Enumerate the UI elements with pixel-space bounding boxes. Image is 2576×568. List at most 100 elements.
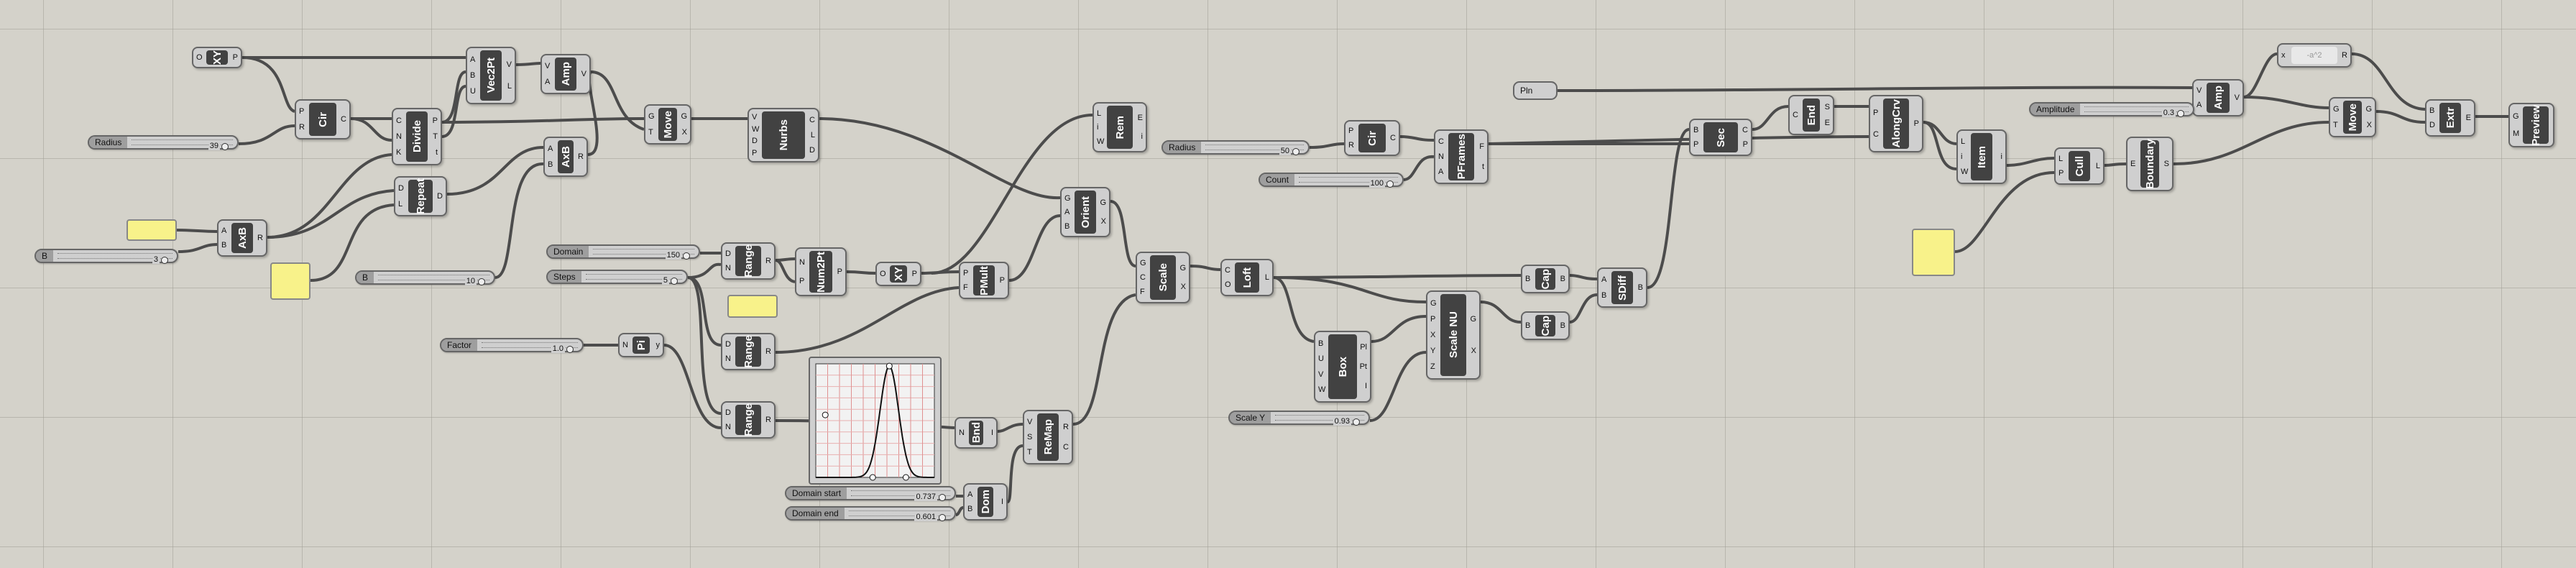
component-core[interactable]: Cap bbox=[1535, 268, 1555, 290]
plane-param[interactable]: Pln bbox=[1513, 81, 1558, 100]
output-port[interactable]: y bbox=[656, 341, 661, 349]
input-port[interactable]: A bbox=[470, 55, 476, 64]
component-core[interactable]: AxB bbox=[231, 223, 253, 253]
component-core[interactable]: Boundary bbox=[2140, 139, 2159, 189]
input-port[interactable]: D bbox=[398, 184, 404, 193]
output-port[interactable]: V bbox=[506, 60, 512, 70]
input-port[interactable]: D bbox=[725, 249, 731, 258]
output-port[interactable]: C bbox=[1063, 443, 1069, 452]
output-port[interactable]: R bbox=[1063, 423, 1069, 431]
component-core[interactable]: -a^2 bbox=[2291, 47, 2337, 64]
output-port[interactable]: I bbox=[990, 429, 993, 437]
input-port[interactable]: N bbox=[725, 264, 731, 272]
input-port[interactable]: P bbox=[963, 269, 969, 278]
output-port[interactable]: B bbox=[1637, 283, 1643, 292]
control-point-handle[interactable] bbox=[886, 362, 893, 370]
output-port[interactable]: X bbox=[1100, 217, 1106, 226]
input-port[interactable]: M bbox=[2513, 129, 2520, 138]
input-port[interactable]: B bbox=[1693, 126, 1699, 134]
input-port[interactable]: A bbox=[1438, 168, 1444, 176]
input-port[interactable]: R bbox=[1348, 140, 1354, 150]
slider-track[interactable]: 1.0 bbox=[482, 342, 578, 353]
input-port[interactable]: T bbox=[2333, 120, 2338, 129]
input-port[interactable]: G bbox=[2333, 105, 2340, 114]
input-port[interactable]: P bbox=[1430, 315, 1436, 324]
output-port[interactable]: C bbox=[1742, 126, 1748, 134]
output-port[interactable]: C bbox=[809, 116, 815, 124]
input-port[interactable]: A bbox=[221, 226, 227, 235]
slider-track[interactable]: 10 bbox=[378, 275, 489, 285]
output-port[interactable]: R bbox=[765, 416, 771, 424]
output-port[interactable]: P bbox=[232, 53, 238, 62]
output-port[interactable]: i bbox=[1141, 132, 1143, 141]
component-core[interactable]: Bnd bbox=[969, 421, 983, 445]
output-port[interactable]: P bbox=[999, 276, 1005, 285]
component-core[interactable]: Box bbox=[1328, 334, 1357, 399]
component-core[interactable]: Cir bbox=[309, 103, 336, 136]
input-port[interactable]: N bbox=[959, 429, 965, 437]
graph-mapper[interactable] bbox=[809, 357, 942, 485]
output-port[interactable]: i bbox=[2000, 152, 2002, 161]
input-port[interactable]: W bbox=[1961, 168, 1969, 176]
yellow-panel[interactable] bbox=[270, 262, 310, 300]
component-core[interactable]: Scale bbox=[1150, 255, 1176, 300]
slider-track[interactable]: 50 bbox=[1205, 145, 1304, 155]
input-port[interactable]: L bbox=[398, 199, 403, 209]
slider-track[interactable]: 150 bbox=[593, 249, 694, 260]
component-core[interactable]: Rem bbox=[1107, 106, 1133, 149]
output-port[interactable]: R bbox=[578, 152, 584, 161]
output-port[interactable]: X bbox=[1471, 347, 1476, 355]
input-port[interactable]: F bbox=[963, 283, 968, 292]
yellow-panel[interactable] bbox=[727, 295, 778, 318]
component-core[interactable]: Move bbox=[2343, 101, 2362, 134]
output-port[interactable]: G bbox=[1179, 263, 1186, 272]
input-port[interactable]: L bbox=[1097, 109, 1102, 118]
slider-track[interactable]: 0.601 bbox=[848, 510, 950, 521]
slider-knob-icon[interactable] bbox=[1292, 148, 1300, 155]
output-port[interactable]: X bbox=[1180, 283, 1186, 292]
slider-knob-icon[interactable] bbox=[1386, 180, 1394, 188]
slider-knob-icon[interactable] bbox=[2177, 110, 2184, 117]
input-port[interactable]: S bbox=[1027, 433, 1033, 441]
component-core[interactable]: Cir bbox=[1358, 124, 1386, 152]
slider-knob-icon[interactable] bbox=[671, 278, 678, 285]
input-port[interactable]: N bbox=[396, 132, 402, 141]
component-core[interactable]: Move bbox=[658, 108, 677, 141]
output-port[interactable]: R bbox=[2342, 51, 2347, 60]
component-core[interactable]: Range bbox=[735, 335, 761, 368]
output-port[interactable]: P bbox=[1742, 140, 1748, 149]
component-core[interactable]: Loft bbox=[1235, 262, 1259, 293]
input-port[interactable]: C bbox=[396, 116, 402, 125]
component-core[interactable]: Cap bbox=[1535, 315, 1555, 336]
component-core[interactable]: Dom bbox=[978, 487, 993, 517]
slider-track[interactable]: 100 bbox=[1299, 177, 1398, 188]
component-core[interactable]: Amp bbox=[555, 58, 576, 91]
component-core[interactable]: Range bbox=[735, 403, 761, 436]
input-port[interactable]: B bbox=[1525, 321, 1531, 330]
input-port[interactable]: A bbox=[2196, 101, 2202, 109]
yellow-panel[interactable] bbox=[1912, 229, 1955, 276]
slider-track[interactable]: 5 bbox=[585, 274, 682, 285]
control-point-handle[interactable] bbox=[822, 411, 829, 418]
input-port[interactable]: O bbox=[880, 270, 886, 278]
